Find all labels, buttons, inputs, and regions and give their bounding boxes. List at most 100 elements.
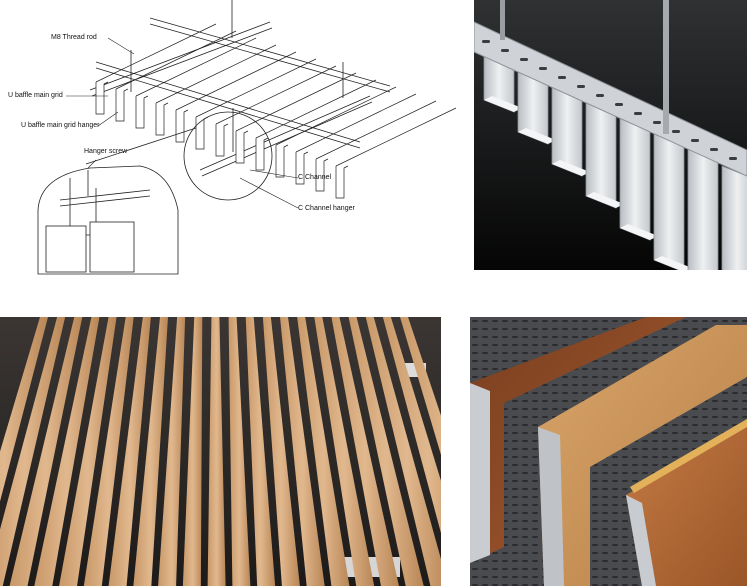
- wood-slat: [207, 317, 226, 586]
- baffle: [275, 144, 289, 178]
- alu-baffle-bottom: [518, 128, 556, 144]
- baffle-top: [195, 58, 317, 118]
- baffle: [255, 137, 269, 171]
- wood-slat: [245, 317, 276, 586]
- aluminium-baffle-photo: [474, 0, 747, 270]
- baffle: [295, 151, 309, 185]
- detail-callout: [37, 111, 273, 275]
- wood-slat: [228, 317, 251, 586]
- baffle-top: [255, 79, 377, 139]
- rail-hole: [577, 85, 585, 88]
- wood-slat: [83, 317, 134, 586]
- rail-hole: [482, 40, 490, 43]
- baffle: [95, 81, 109, 115]
- wood-profiles-illustration: [470, 317, 747, 586]
- alu-baffle-bottom: [586, 192, 624, 208]
- baffle-top: [95, 23, 217, 83]
- baffle-group: [95, 23, 457, 199]
- baffle-top: [135, 37, 257, 97]
- wood-slat: [331, 317, 399, 586]
- alu-baffle-bottom: [552, 160, 590, 176]
- baffle-top: [335, 107, 457, 167]
- wood-slat: [9, 317, 83, 586]
- rail-hole: [672, 130, 680, 133]
- baffle: [335, 165, 349, 199]
- rail-hole: [615, 103, 623, 106]
- baffle-top: [215, 65, 337, 125]
- wood-slat-group: [0, 317, 441, 586]
- alu-baffle: [687, 147, 719, 270]
- label-c-channel-hanger: C Channel hanger: [298, 205, 355, 212]
- baffle-top: [315, 100, 437, 160]
- aluminium-baffle-illustration: [474, 0, 747, 270]
- rail-hole: [729, 157, 737, 160]
- profile-gold-lip: [630, 419, 747, 493]
- leader-lines: [66, 37, 299, 209]
- rail-hole: [501, 49, 509, 52]
- diagram-drawing: [37, 0, 457, 275]
- wood-slat: [297, 317, 350, 586]
- wood-slat: [262, 317, 300, 586]
- rail-hole: [634, 112, 642, 115]
- label-hanger-screw: Hanger screw: [84, 148, 128, 155]
- c-channel-rail: [149, 17, 391, 93]
- wood-slat: [158, 317, 186, 586]
- label-m8-thread-rod: M8 Thread rod: [51, 34, 97, 41]
- wood-ceiling-illustration: [0, 317, 441, 586]
- rail-hole: [539, 67, 547, 70]
- main-grid-rail: [199, 95, 373, 177]
- alu-baffle: [619, 111, 651, 241]
- thread-rod: [663, 0, 669, 134]
- main-grid-rail: [474, 21, 747, 177]
- rail-hole: [710, 148, 718, 151]
- rail-hole: [653, 121, 661, 124]
- alu-baffle-bottom: [654, 256, 692, 270]
- baffle: [195, 116, 209, 150]
- baffle: [215, 123, 229, 157]
- profile-light-wood: [538, 325, 747, 586]
- baffle: [155, 102, 169, 136]
- rail-hole: [691, 139, 699, 142]
- wood-slat: [133, 317, 168, 586]
- wood-baffle-ceiling-photo: [0, 317, 441, 586]
- wood-slat: [182, 317, 203, 586]
- alu-baffle-bottom: [620, 224, 658, 240]
- wood-slat: [348, 317, 424, 586]
- installation-diagram: M8 Thread rod U baffle main grid U baffl…: [0, 0, 466, 280]
- baffle-top: [175, 51, 297, 111]
- wood-profile-samples-photo: [470, 317, 747, 586]
- baffle-top: [155, 44, 277, 104]
- wood-slat: [280, 317, 325, 586]
- baffle: [135, 95, 149, 129]
- label-u-baffle-main-grid: U baffle main grid: [8, 92, 63, 99]
- label-c-channel: C Channel: [298, 174, 332, 181]
- baffle-top: [115, 30, 237, 90]
- baffle-top: [295, 93, 417, 153]
- baffle-top: [275, 86, 397, 146]
- label-u-baffle-main-grid-hanger: U baffle main grid hanger: [21, 122, 100, 129]
- rail-hole: [520, 58, 528, 61]
- baffle: [115, 88, 129, 122]
- profile-aluminium-edge: [626, 495, 656, 586]
- alu-baffle: [653, 129, 685, 270]
- wood-slat: [34, 317, 100, 586]
- rail-hole: [558, 76, 566, 79]
- wood-slat: [400, 317, 441, 455]
- alu-baffle: [721, 165, 747, 270]
- baffle: [235, 130, 249, 164]
- wood-slat: [365, 317, 441, 586]
- profile-aluminium-edge: [470, 383, 490, 563]
- baffle: [315, 158, 329, 192]
- thread-rod: [500, 0, 505, 40]
- wood-slat: [0, 317, 66, 586]
- profile-medium-wood: [626, 425, 747, 586]
- baffle: [175, 109, 189, 143]
- profile-dark-wood: [470, 317, 686, 563]
- alu-baffle-bottom: [484, 96, 522, 112]
- wood-slat: [314, 317, 375, 586]
- wood-slat: [108, 317, 151, 586]
- profile-aluminium-edge: [538, 427, 564, 586]
- rail-holes: [482, 40, 737, 160]
- rail-hole: [596, 94, 604, 97]
- wood-slat: [59, 317, 117, 586]
